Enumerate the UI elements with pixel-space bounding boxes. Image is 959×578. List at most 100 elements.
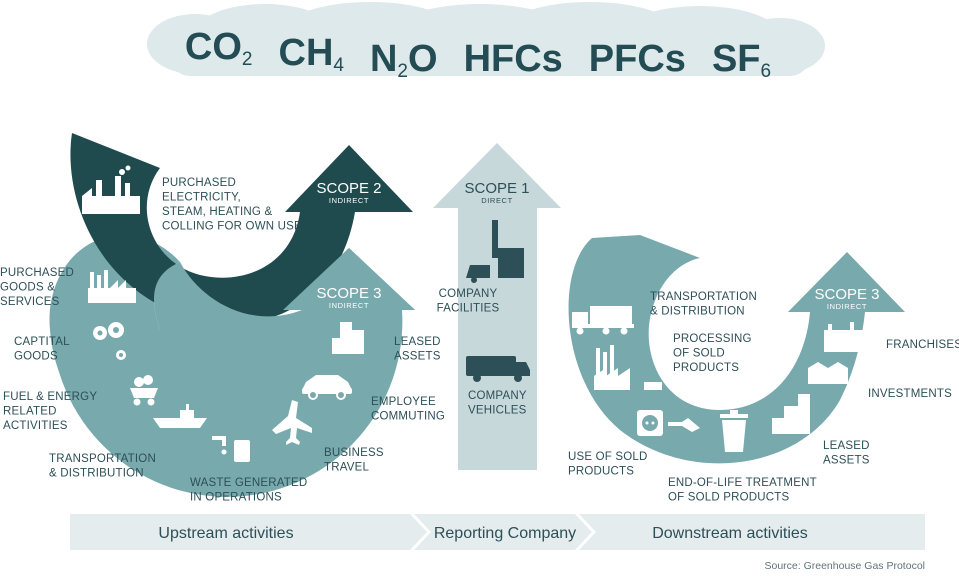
gas-subscript: 2: [397, 61, 408, 82]
label-line: PROCESSING: [673, 333, 752, 345]
label-line: SERVICES: [0, 296, 60, 308]
label-line: OF SOLD: [673, 348, 725, 360]
airplane-icon: [272, 400, 312, 445]
band-reporting-label: Reporting Company: [434, 525, 576, 542]
label-line: USE OF SOLD: [568, 451, 648, 463]
car-icon: [302, 375, 352, 400]
franchises-label: FRANCHISES: [886, 339, 959, 351]
gas-subscript: 4: [333, 55, 344, 76]
waste-barrel-icon: [212, 436, 250, 462]
mine-cart-icon: [130, 375, 158, 406]
label-line: COLLING FOR OWN USE: [162, 221, 302, 233]
svg-text:SCOPE 3: SCOPE 3: [316, 285, 381, 302]
label-line: VEHICLES: [468, 405, 527, 417]
band-upstream: [70, 514, 427, 550]
label-line: BUSINESS: [324, 447, 384, 459]
refinery-icon: [466, 220, 524, 283]
label-line: ASSETS: [823, 455, 870, 467]
investment-building-icon: [808, 362, 848, 384]
office-building-icon: [332, 322, 364, 354]
scope1-arrow: [433, 143, 561, 470]
gas-formula: SF: [712, 38, 761, 80]
gas-formula: N: [370, 38, 397, 80]
band-upstream-label: Upstream activities: [158, 525, 293, 542]
employee-commuting-label: EMPLOYEE COMMUTING: [371, 396, 445, 423]
svg-text:INDIRECT: INDIRECT: [329, 301, 369, 310]
purchased-goods-label: PURCHASED GOODS & SERVICES: [0, 267, 74, 308]
upstream-transport-label: TRANSPORTATION & DISTRIBUTION: [49, 453, 156, 480]
use-of-products-label: USE OF SOLD PRODUCTS: [568, 451, 648, 478]
scope3-upstream-overlay: [50, 248, 415, 476]
gas-formula: PFCs: [589, 38, 686, 80]
label-line: ELECTRICITY,: [162, 192, 241, 204]
label-line: LEASED: [823, 440, 870, 452]
scope2-title: SCOPE 2 INDIRECT: [316, 180, 381, 205]
electrical-outlet-icon: [637, 410, 700, 436]
svg-text:SCOPE 1: SCOPE 1: [464, 180, 529, 197]
label-line: GOODS: [14, 351, 58, 363]
processing-label: PROCESSING OF SOLD PRODUCTS: [673, 333, 752, 374]
band-downstream-label: Downstream activities: [652, 525, 808, 542]
label-line: TRAVEL: [324, 462, 369, 474]
delivery-van-icon: [466, 356, 530, 382]
gas-formula: HFCs: [464, 38, 563, 80]
franchise-store-icon: [824, 322, 864, 352]
truck-icon: [572, 306, 634, 335]
gas-formula: CH: [279, 32, 334, 74]
gas-subscript: 6: [761, 61, 772, 82]
label-line: LEASED: [394, 336, 441, 348]
business-travel-label: BUSINESS TRAVEL: [324, 447, 384, 474]
label-line: TRANSPORTATION: [650, 291, 757, 303]
band-reporting: [414, 514, 592, 550]
label-line: FUEL & ENERGY: [3, 391, 97, 403]
svg-text:INDIRECT: INDIRECT: [827, 302, 867, 311]
label-line: EMPLOYEE: [371, 396, 436, 408]
label-line: PURCHASED: [0, 267, 74, 279]
label-line: FRANCHISES: [886, 339, 959, 351]
label-line: FACILITIES: [437, 303, 500, 315]
gas-formula-tail: O: [408, 38, 438, 80]
label-line: & DISTRIBUTION: [49, 468, 144, 480]
trash-bin-icon: [720, 410, 748, 452]
label-line: GOODS &: [0, 282, 55, 294]
scope1-title: SCOPE 1 DIRECT: [464, 180, 529, 205]
label-line: PRODUCTS: [673, 362, 739, 374]
label-line: COMMUTING: [371, 411, 445, 423]
label-line: TRANSPORTATION: [49, 453, 156, 465]
scope3-downstream-arc: [568, 235, 905, 464]
svg-text:DIRECT: DIRECT: [481, 196, 513, 205]
label-line: IN OPERATIONS: [190, 492, 282, 504]
capital-goods-label: CAPTITAL GOODS: [14, 336, 70, 363]
svg-text:SCOPE 3: SCOPE 3: [814, 286, 879, 303]
power-plant-icon: [82, 165, 140, 214]
gas-subscript: 2: [242, 49, 253, 70]
label-line: CAPTITAL: [14, 336, 70, 348]
fuel-energy-label: FUEL & ENERGY RELATED ACTIVITIES: [3, 391, 97, 432]
scope3-down-title: SCOPE 3 INDIRECT: [814, 286, 879, 311]
investments-label: INVESTMENTS: [868, 388, 952, 400]
label-line: OF SOLD PRODUCTS: [668, 492, 790, 504]
end-of-life-label: END-OF-LIFE TREATMENT OF SOLD PRODUCTS: [668, 477, 817, 504]
factory-icon: [88, 270, 136, 303]
processing-plant-icon: [594, 345, 662, 390]
downstream-transport-label: TRANSPORTATION & DISTRIBUTION: [650, 291, 757, 318]
label-line: & DISTRIBUTION: [650, 306, 745, 318]
svg-text:SCOPE 2: SCOPE 2: [316, 180, 381, 197]
label-line: PRODUCTS: [568, 466, 634, 478]
label-line: END-OF-LIFE TREATMENT: [668, 477, 817, 489]
ship-icon: [153, 404, 207, 428]
svg-text:INDIRECT: INDIRECT: [329, 196, 369, 205]
source-note: Source: Greenhouse Gas Protocol: [764, 560, 925, 572]
label-line: RELATED: [3, 406, 57, 418]
label-line: ACTIVITIES: [3, 420, 68, 432]
city-buildings-icon: [772, 394, 810, 434]
scope3-up-title: SCOPE 3 INDIRECT: [316, 285, 381, 310]
gas-formula: CO: [185, 26, 242, 68]
activity-bands: Upstream activities Reporting Company Do…: [70, 514, 925, 550]
